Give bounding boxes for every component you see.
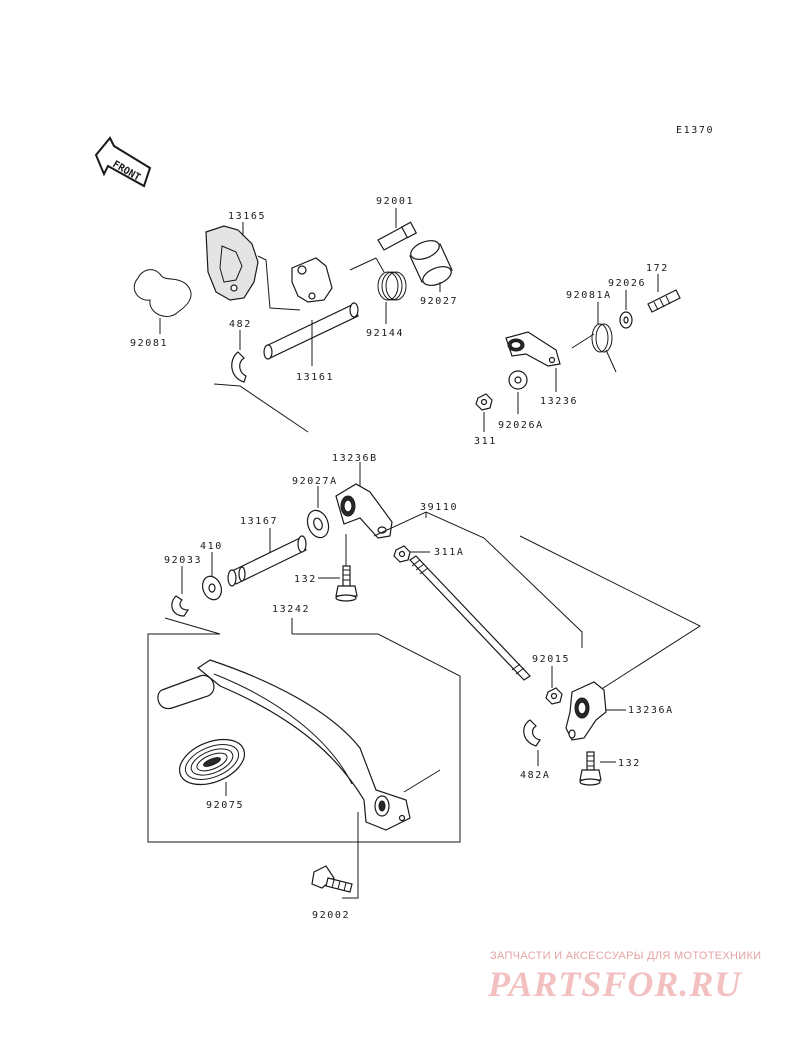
label-132-upper: 132 <box>294 574 317 585</box>
lever-13236 <box>505 331 561 367</box>
shift-pedal-13242 <box>157 659 411 831</box>
label-13236: 13236 <box>540 396 578 407</box>
label-92015: 92015 <box>532 654 570 665</box>
label-92002: 92002 <box>312 910 350 921</box>
washer-92027a <box>306 509 330 539</box>
label-172: 172 <box>646 263 669 274</box>
label-410: 410 <box>200 541 223 552</box>
label-13242: 13242 <box>272 604 310 615</box>
nut-311 <box>475 393 493 411</box>
diagram-code: E1370 <box>676 125 714 136</box>
front-arrow-icon: FRONT <box>94 136 152 188</box>
label-482a: 482A <box>520 770 550 781</box>
watermark-logo: PARTSFOR.RU <box>488 964 742 1004</box>
bolt-92002 <box>311 865 353 893</box>
label-92001: 92001 <box>376 196 414 207</box>
label-92081: 92081 <box>130 338 168 349</box>
stud-172 <box>647 289 681 313</box>
label-92026a: 92026A <box>498 420 544 431</box>
label-132-lower: 132 <box>618 758 641 769</box>
collar-92027 <box>409 240 453 286</box>
nut-92015 <box>545 687 563 705</box>
nut-311a <box>393 545 411 563</box>
label-13236a: 13236A <box>628 705 674 716</box>
washer-92026 <box>619 311 633 329</box>
washer-92026a <box>508 370 528 390</box>
circlip-92033 <box>171 595 190 617</box>
bolt-132-lower <box>579 751 602 786</box>
circlip-482a <box>523 719 541 747</box>
watermark-caption: ЗАПЧАСТИ И АКСЕССУАРЫ ДЛЯ МОТОТЕХНИКИ <box>490 950 762 962</box>
label-482: 482 <box>229 319 252 330</box>
label-92026: 92026 <box>608 278 646 289</box>
label-39110: 39110 <box>420 502 458 513</box>
label-92027a: 92027A <box>292 476 338 487</box>
rod-39110 <box>409 555 531 681</box>
pedal-rubber-92075 <box>178 738 246 786</box>
label-92144: 92144 <box>366 328 404 339</box>
label-13167: 13167 <box>240 516 278 527</box>
lever-13236a <box>565 681 607 741</box>
label-13161: 13161 <box>296 372 334 383</box>
label-92081a: 92081A <box>566 290 612 301</box>
circlip-482 <box>231 351 247 383</box>
label-92075: 92075 <box>206 800 244 811</box>
label-311: 311 <box>474 436 497 447</box>
o-ring-92081 <box>133 269 192 317</box>
label-92033: 92033 <box>164 555 202 566</box>
bolt-92001 <box>377 221 418 251</box>
label-13165: 13165 <box>228 211 266 222</box>
label-13236b: 13236B <box>332 453 378 464</box>
shift-plate-13165 <box>205 225 259 301</box>
lever-13236b <box>335 483 393 539</box>
washer-410 <box>201 575 223 601</box>
spring-92081a <box>571 323 617 373</box>
spring-92144 <box>349 257 407 301</box>
label-311a: 311A <box>434 547 464 558</box>
bolt-132-upper <box>335 565 358 602</box>
shaft-13167 <box>227 535 307 587</box>
label-92027: 92027 <box>420 296 458 307</box>
